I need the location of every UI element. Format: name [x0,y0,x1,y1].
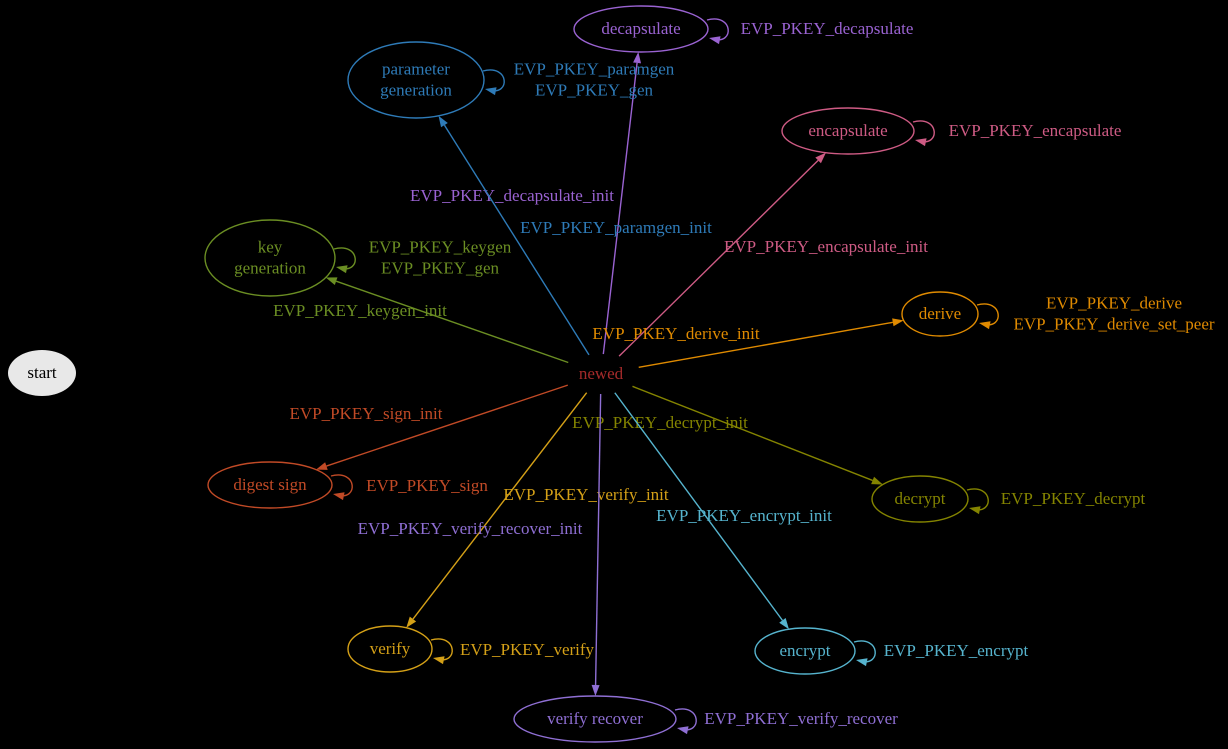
edge-arrowhead-keygen-init [325,277,338,285]
edge-derive-init [638,321,893,369]
edge-arrowhead-encrypt-init [779,617,789,630]
self-loop-arrowhead-verify-recover [677,726,689,735]
self-loop-derive [976,303,999,326]
node-start [8,350,76,396]
self-loop-arrowhead-encapsulate [915,138,927,147]
node-label-encapsulate: encapsulate [808,121,887,140]
edge-label-paramgen-init: EVP_PKEY_paramgen_init [520,218,712,237]
node-label-verify-recover: verify recover [547,709,643,728]
self-loop-arrowhead-decapsulate [709,36,721,45]
edge-decrypt-init [632,385,873,482]
self-loop-decapsulate [706,18,729,41]
self-loop-label-decapsulate: EVP_PKEY_decapsulate [741,19,914,38]
edge-arrowhead-paramgen-init [438,115,448,128]
node-verify [347,625,433,673]
self-loop-encrypt [853,640,876,663]
edge-arrowhead-sign-init [315,462,328,470]
edge-keygen-init [335,280,569,364]
edge-sign-init [326,384,569,467]
node-key-gen [204,219,336,297]
self-loop-arrowhead-encrypt [856,658,868,667]
node-encapsulate [781,107,915,155]
self-loop-arrowhead-decrypt [969,506,981,515]
self-loop-verify-recover [674,708,697,731]
edge-arrowhead-verify-init [406,616,417,628]
self-loop-key-gen [333,247,356,270]
edge-encapsulate-init [618,159,819,357]
node-label-decapsulate: decapsulate [601,19,680,38]
self-loop-label-encrypt: EVP_PKEY_encrypt [884,641,1029,660]
edge-arrowhead-derive-init [892,318,904,327]
node-label-digest-sign: digest sign [233,475,307,494]
node-label-start: start [27,363,57,382]
edge-verify-recover-init [594,393,602,686]
self-loop-label-verify-recover: EVP_PKEY_verify_recover [704,709,898,728]
self-loop-encapsulate [912,120,935,143]
self-loop-label-digest-sign: EVP_PKEY_sign [366,476,488,495]
node-decrypt [871,475,969,523]
self-loop-label-decrypt: EVP_PKEY_decrypt [1001,489,1146,508]
edge-arrowhead-encapsulate-init [815,152,826,164]
edge-decapsulate-init [602,62,638,355]
node-label-derive: derive [919,304,961,323]
edge-label-decrypt-init: EVP_PKEY_decrypt_init [572,413,748,432]
edge-label-encapsulate-init: EVP_PKEY_encapsulate_init [724,237,928,256]
node-label-newed: newed [579,364,624,383]
edge-label-verify-recover-init: EVP_PKEY_verify_recover_init [358,519,583,538]
edge-label-encrypt-init: EVP_PKEY_encrypt_init [656,506,832,525]
node-encrypt [754,627,856,675]
self-loop-decrypt [966,488,989,511]
edge-label-decapsulate-init: EVP_PKEY_decapsulate_init [410,186,614,205]
edge-encrypt-init [614,392,783,621]
node-digest-sign [207,461,333,509]
edge-label-derive-init: EVP_PKEY_derive_init [592,324,759,343]
node-param-gen [347,41,485,119]
edge-label-verify-init: EVP_PKEY_verify_init [503,485,669,504]
self-loop-arrowhead-param-gen [485,87,497,96]
node-verify-recover [513,695,677,743]
node-label-verify: verify [370,639,411,658]
edge-arrowhead-decrypt-init [871,476,883,485]
edge-arrowhead-decapsulate-init [633,51,642,64]
edge-verify-init [412,392,588,620]
edge-paramgen-init [443,124,590,356]
self-loop-arrowhead-digest-sign [333,492,345,501]
self-loop-digest-sign [330,474,353,497]
self-loop-verify [430,638,453,661]
self-loop-label-encapsulate: EVP_PKEY_encapsulate [949,121,1122,140]
self-loop-label-verify: EVP_PKEY_verify [460,640,595,659]
edge-arrowhead-verify-recover-init [591,684,600,697]
edge-label-sign-init: EVP_PKEY_sign_init [289,404,442,423]
node-decapsulate [573,5,709,53]
self-loop-arrowhead-derive [979,321,991,330]
edge-label-keygen-init: EVP_PKEY_keygen_init [273,301,447,320]
node-derive [901,291,979,337]
self-loop-param-gen [482,69,505,92]
self-loop-arrowhead-verify [433,656,445,665]
self-loop-arrowhead-key-gen [336,265,348,274]
node-label-decrypt: decrypt [895,489,946,508]
node-label-encrypt: encrypt [780,641,831,660]
